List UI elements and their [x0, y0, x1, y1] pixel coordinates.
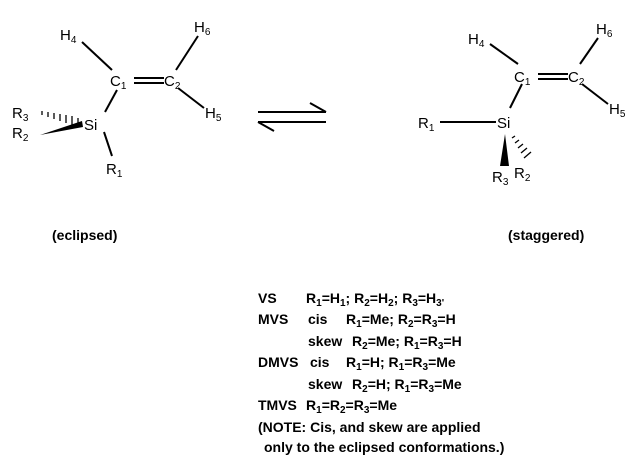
staggered-wedge-bond-r3: [500, 134, 509, 166]
bond-c2-h5: [177, 87, 205, 109]
bond-h6-c2: [175, 35, 199, 71]
staggered-r2: R2: [514, 165, 531, 184]
legend-mvs-cis: MVS cis R1=Me; R2=R3=H: [258, 311, 456, 330]
bond-c1-si: [104, 89, 118, 113]
eclipsed-wedge-bond-r2: [40, 121, 83, 135]
eclipsed-r1: R1: [106, 161, 123, 180]
legend-dmvs-cis: DMVS cis R1=H; R1=R3=Me: [258, 354, 456, 373]
legend-note-line-2: only to the eclipsed conformations.): [264, 439, 504, 455]
staggered-c2: C2: [568, 69, 585, 88]
staggered-h4: H4: [468, 31, 485, 50]
eclipsed-hashed-bond-r3: [41, 111, 79, 126]
legend-note-line-1: (NOTE: Cis, and skew are applied: [258, 419, 481, 435]
eclipsed-h4: H4: [60, 27, 77, 46]
legend-mvs-skew: skew R2=Me; R1=R3=H: [308, 333, 462, 352]
bond-c1-si: [509, 83, 523, 109]
bond-h4-c1: [81, 41, 113, 71]
bond-h4-c1: [489, 43, 519, 65]
bond-c2-h5: [581, 83, 609, 105]
bond-si-r1: [103, 131, 113, 157]
legend: VS R1=H1; R2=H2; R3=H3' MVS cis R1=Me; R…: [258, 290, 504, 455]
staggered-h6: H6: [596, 21, 613, 40]
bond-h6-c2: [579, 37, 599, 65]
staggered-h5: H5: [609, 101, 626, 120]
staggered-si: Si: [497, 115, 510, 132]
staggered-c1: C1: [514, 69, 531, 88]
staggered-hashed-bond-r2: [511, 135, 532, 159]
staggered-r1: R1: [418, 115, 435, 134]
eclipsed-label: (eclipsed): [52, 227, 117, 243]
eclipsed-structure: [81, 35, 205, 157]
legend-tmvs: TMVS R1=R2=R3=Me: [258, 397, 397, 416]
eclipsed-si: Si: [84, 117, 97, 134]
legend-dmvs-skew: skew R2=H; R1=R3=Me: [308, 376, 462, 395]
eclipsed-r2: R2: [12, 125, 29, 144]
eclipsed-h6: H6: [194, 19, 211, 38]
eclipsed-c1: C1: [110, 73, 127, 92]
eclipsed-r3: R3: [12, 105, 29, 124]
equilibrium-arrows: [257, 102, 327, 132]
legend-vs: VS R1=H1; R2=H2; R3=H3': [258, 290, 444, 309]
eclipsed-h5: H5: [205, 105, 222, 124]
staggered-r3: R3: [492, 169, 509, 188]
staggered-label: (staggered): [508, 227, 584, 243]
eclipsed-c2: C2: [164, 73, 181, 92]
staggered-structure: [440, 37, 609, 123]
